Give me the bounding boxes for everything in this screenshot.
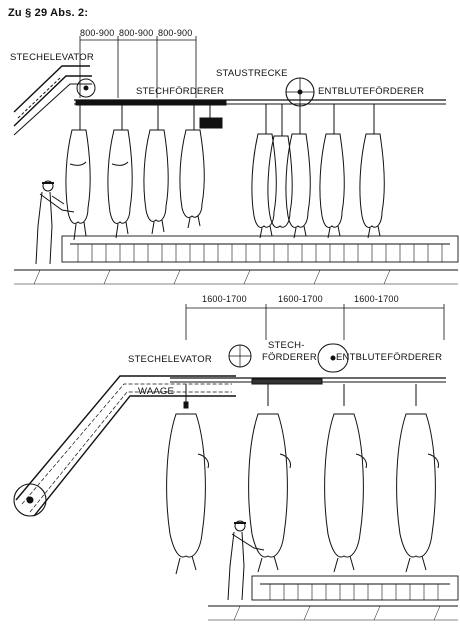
bottom-trough bbox=[208, 575, 459, 621]
top-trough bbox=[14, 235, 459, 285]
bottom-dimension-label-3: 1600-1700 bbox=[354, 294, 399, 304]
top-dimension-label-1: 800-900 bbox=[80, 28, 115, 38]
top-carcasses bbox=[65, 104, 385, 241]
top-stechelevator bbox=[13, 65, 96, 136]
bottom-stechelevator bbox=[13, 344, 252, 517]
top-dimension-label-2: 800-900 bbox=[119, 28, 154, 38]
bottom-dimension-label-1: 1600-1700 bbox=[202, 294, 247, 304]
bottom-dimension-lines bbox=[185, 304, 445, 340]
bottom-stech-label-line2: FÖRDERER bbox=[262, 352, 317, 363]
bottom-entblutefoerderer-label: ENTBLUTEFÖRDERER bbox=[336, 352, 443, 363]
bottom-carcasses bbox=[166, 384, 439, 575]
top-dimension-label-3: 800-900 bbox=[158, 28, 193, 38]
bottom-stechelevator-label: STECHELEVATOR bbox=[128, 354, 212, 365]
top-dimension-lines bbox=[79, 36, 197, 98]
bottom-worker bbox=[227, 520, 265, 601]
top-entblutefoerderer-label: ENTBLUTEFÖRDERER bbox=[318, 86, 425, 97]
top-stechfoerderer-label: STECHFÖRDERER bbox=[136, 86, 225, 97]
page-header: Zu § 29 Abs. 2: bbox=[8, 7, 89, 19]
bottom-dimension-label-2: 1600-1700 bbox=[278, 294, 323, 304]
bottom-rails bbox=[170, 343, 446, 385]
top-scene bbox=[13, 36, 459, 285]
top-staustrecke-label: STAUSTRECKE bbox=[216, 68, 288, 79]
bottom-scene bbox=[13, 304, 459, 621]
top-stechelevator-label: STECHELEVATOR bbox=[10, 52, 94, 63]
top-rails bbox=[74, 77, 446, 129]
bottom-waage-label: WAAGE bbox=[138, 386, 175, 397]
top-worker bbox=[35, 180, 75, 265]
bottom-stech-label-line1: STECH- bbox=[268, 340, 305, 351]
